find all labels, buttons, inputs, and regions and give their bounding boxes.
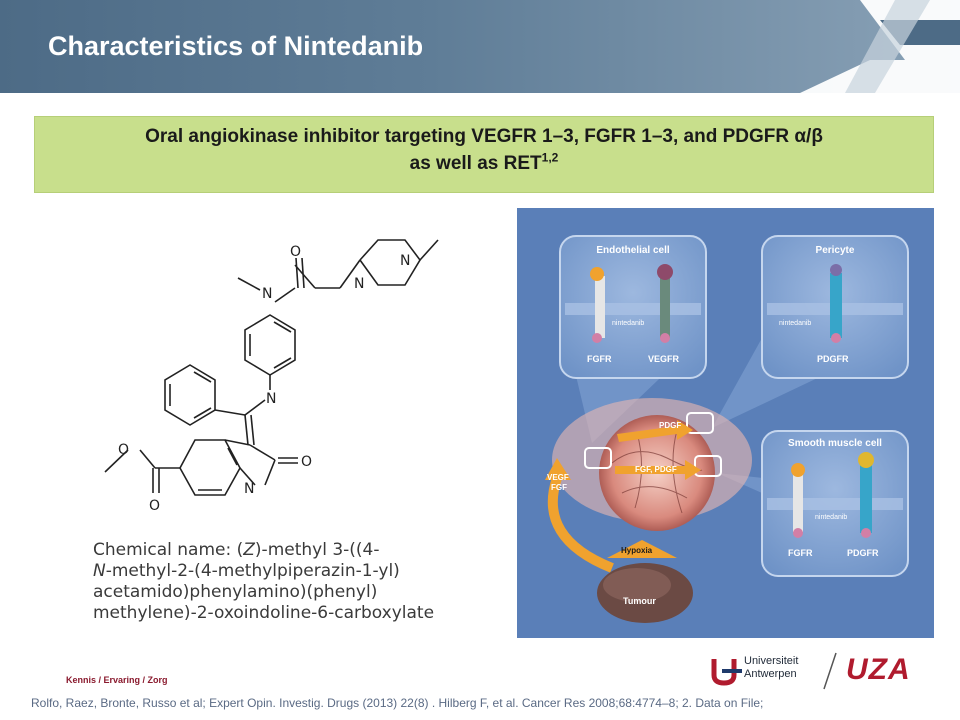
atom-n-piperazine-2: N [354,276,364,292]
pericyte-nintedanib-label: nintedanib [779,320,812,327]
endothelial-fgfr-label: FGFR [587,354,612,364]
banner-line-1: Oral angiokinase inhibitor targeting VEG… [145,126,823,147]
atom-n-lactam: N [244,481,254,497]
university-antwerpen-logo-icon [711,659,742,686]
fgf-arrow-label: FGF [551,483,567,492]
hypoxia-label: Hypoxia [621,546,653,555]
logo-divider [823,652,837,690]
fgf-pdgf-arrow-label: FGF, PDGF [635,465,677,474]
smooth-muscle-nintedanib-label: nintedanib [815,514,848,521]
pdgf-arrow-label: PDGF [659,421,682,430]
references: Rolfo, Raez, Bronte, Russo et al; Expert… [31,696,764,710]
endothelial-nintedanib-label: nintedanib [612,320,645,327]
chemical-name: Chemical name: (Z)-methyl 3-((4- N-methy… [93,540,473,624]
atom-o-amide: O [290,244,301,260]
chemical-name-z: Z [243,540,255,560]
banner-line-2-text: as well as RET [409,153,542,174]
endothelial-cell-title: Endothelial cell [596,245,670,256]
smooth-muscle-pdgfr-label: PDGFR [847,548,879,558]
key-message-banner: Oral angiokinase inhibitor targeting VEG… [34,116,934,193]
header-decoration [800,0,960,93]
smooth-muscle-cell-title: Smooth muscle cell [788,438,882,449]
smooth-muscle-fgfr-label: FGFR [788,548,813,558]
chemical-name-part2: -methyl-2-(4-methylpiperazin-1-yl) aceta… [93,561,435,623]
endothelial-vegfr-label: VEGFR [648,354,680,364]
atom-o-ester: O [118,442,129,458]
vegf-arrow-label: VEGF [547,473,569,482]
banner-line-2: as well as RET1,2 [35,150,933,177]
pericyte-pdgfr-label: PDGFR [817,354,849,364]
title-bar: Characteristics of Nintedanib [0,0,960,93]
university-name: Universiteit Antwerpen [744,655,798,681]
universiteit-text: Universiteit [744,655,799,667]
atom-n-amine: N [266,391,276,407]
chemical-name-part1: )-methyl 3-((4- [254,540,380,560]
chemical-name-label: Chemical name: ( [93,540,244,560]
atom-o-lactam: O [301,454,312,470]
antwerpen-text: Antwerpen [744,668,797,680]
tagline: Kennis / Ervaring / Zorg [66,675,168,685]
atom-n-piperazine-1: N [400,253,410,269]
atom-o-carbonyl: O [149,498,160,514]
chemical-name-n: N [93,561,106,581]
tumour-label: Tumour [623,596,656,606]
slide-title: Characteristics of Nintedanib [48,31,424,61]
uza-logo: UZA [846,653,911,686]
pericyte-title: Pericyte [815,245,855,256]
mechanism-illustration [545,235,909,623]
institution-logos: Universiteit Antwerpen UZA [710,651,930,691]
atom-n-amide: N [262,286,272,302]
chemical-structure-diagram: N N O N N O N O O [104,239,439,514]
banner-superscript: 1,2 [541,150,559,165]
mechanism-diagram: Endothelial cell Pericyte Smooth muscle … [517,208,934,638]
